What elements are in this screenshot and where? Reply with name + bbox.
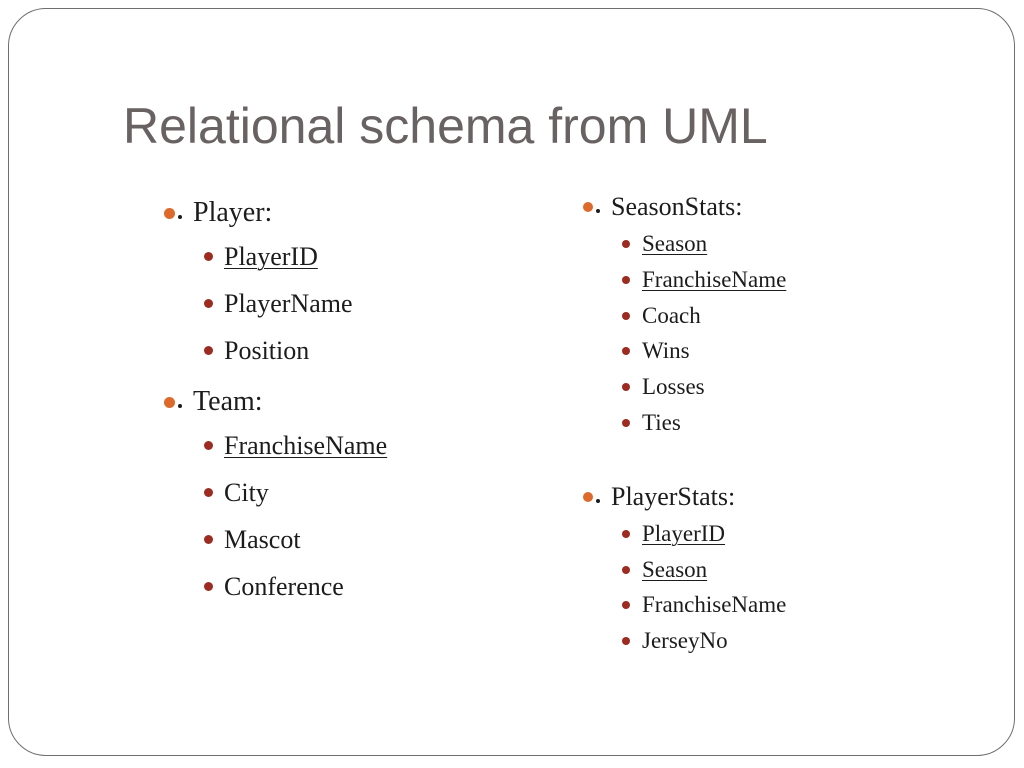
primary-key-attribute: FranchiseName (224, 431, 388, 460)
slide-frame: Relational schema from UML Player: Playe… (8, 8, 1015, 756)
table-name: Team: (193, 386, 263, 417)
attribute-item: Losses (622, 369, 786, 405)
attribute-name: Mascot (224, 525, 301, 554)
bullet-icon (622, 418, 630, 427)
attribute-name: Ties (642, 409, 681, 435)
right-column: SeasonStats: Season FranchiseName Coach … (571, 189, 786, 659)
attribute-item: Wins (622, 333, 786, 369)
attribute-name: JerseyNo (642, 628, 728, 654)
bullet-icon (622, 529, 630, 538)
table-team: Team: FranchiseName City Mascot Conferen… (164, 382, 388, 610)
bullet-icon (583, 491, 593, 502)
bullet-icon (204, 441, 213, 450)
bullet-icon (622, 601, 630, 610)
table-label: Team: (164, 382, 387, 422)
bullet-icon (204, 299, 213, 308)
attribute-item: PlayerID (204, 233, 387, 280)
bullet-icon (622, 565, 630, 574)
table-seasonstats: SeasonStats: Season FranchiseName Coach … (583, 189, 787, 441)
bullet-icon (622, 347, 630, 356)
attribute-list: Season FranchiseName Coach Wins Losses T… (622, 226, 787, 441)
attribute-item: Season (622, 226, 786, 262)
primary-key-attribute: PlayerID (642, 520, 726, 546)
table-label: PlayerStats: (583, 479, 786, 515)
attribute-name: PlayerName (224, 289, 353, 318)
attribute-item: PlayerName (204, 280, 387, 327)
bullet-icon (622, 275, 630, 284)
attribute-name: Position (224, 336, 310, 365)
attribute-name: Conference (224, 572, 344, 601)
bullet-icon (583, 202, 593, 212)
slide-title: Relational schema from UML (123, 98, 768, 154)
attribute-item: Position (204, 327, 387, 374)
bullet-icon (622, 637, 630, 646)
attribute-list: PlayerID Season FranchiseName JerseyNo (622, 516, 787, 659)
table-name: Player: (193, 197, 273, 228)
attribute-item: Mascot (204, 516, 387, 563)
table-name: PlayerStats: (611, 481, 736, 511)
bullet-icon (622, 383, 630, 392)
table-name: SeasonStats: (611, 192, 743, 221)
attribute-item: Coach (622, 298, 786, 334)
attribute-item: Conference (204, 563, 387, 610)
attribute-item: FranchiseName (204, 422, 388, 469)
attribute-name: City (224, 478, 269, 507)
attribute-item: City (204, 469, 387, 516)
table-player: Player: PlayerID PlayerName Position (164, 193, 387, 374)
bullet-icon (622, 311, 630, 320)
attribute-list: FranchiseName City Mascot Conference (204, 422, 388, 610)
attribute-item: Ties (622, 405, 786, 441)
bullet-icon (164, 208, 175, 219)
left-column: Player: PlayerID PlayerName Position Tea… (153, 193, 387, 610)
primary-key-attribute: Season (642, 231, 708, 256)
table-label: SeasonStats: (583, 189, 786, 225)
attribute-name: FranchiseName (642, 592, 787, 618)
attribute-name: Losses (642, 374, 705, 400)
bullet-icon (204, 582, 213, 591)
attribute-item: JerseyNo (622, 623, 786, 659)
bullet-icon (204, 535, 213, 544)
attribute-item: FranchiseName (622, 587, 787, 623)
primary-key-attribute: FranchiseName (642, 266, 787, 292)
attribute-item: PlayerID (622, 516, 786, 552)
primary-key-attribute: PlayerID (224, 242, 318, 271)
table-playerstats: PlayerStats: PlayerID Season FranchiseNa… (583, 479, 787, 659)
attribute-name: Coach (642, 302, 701, 328)
bullet-icon (204, 252, 213, 261)
attribute-item: FranchiseName (622, 262, 787, 298)
bullet-icon (622, 240, 630, 248)
attribute-name: Wins (642, 338, 690, 364)
attribute-list: PlayerID PlayerName Position (204, 233, 387, 374)
bullet-icon (204, 346, 213, 355)
attribute-item: Season (622, 552, 786, 588)
bullet-icon (164, 397, 175, 408)
table-label: Player: (164, 193, 387, 233)
primary-key-attribute: Season (642, 556, 708, 582)
bullet-icon (204, 488, 213, 497)
